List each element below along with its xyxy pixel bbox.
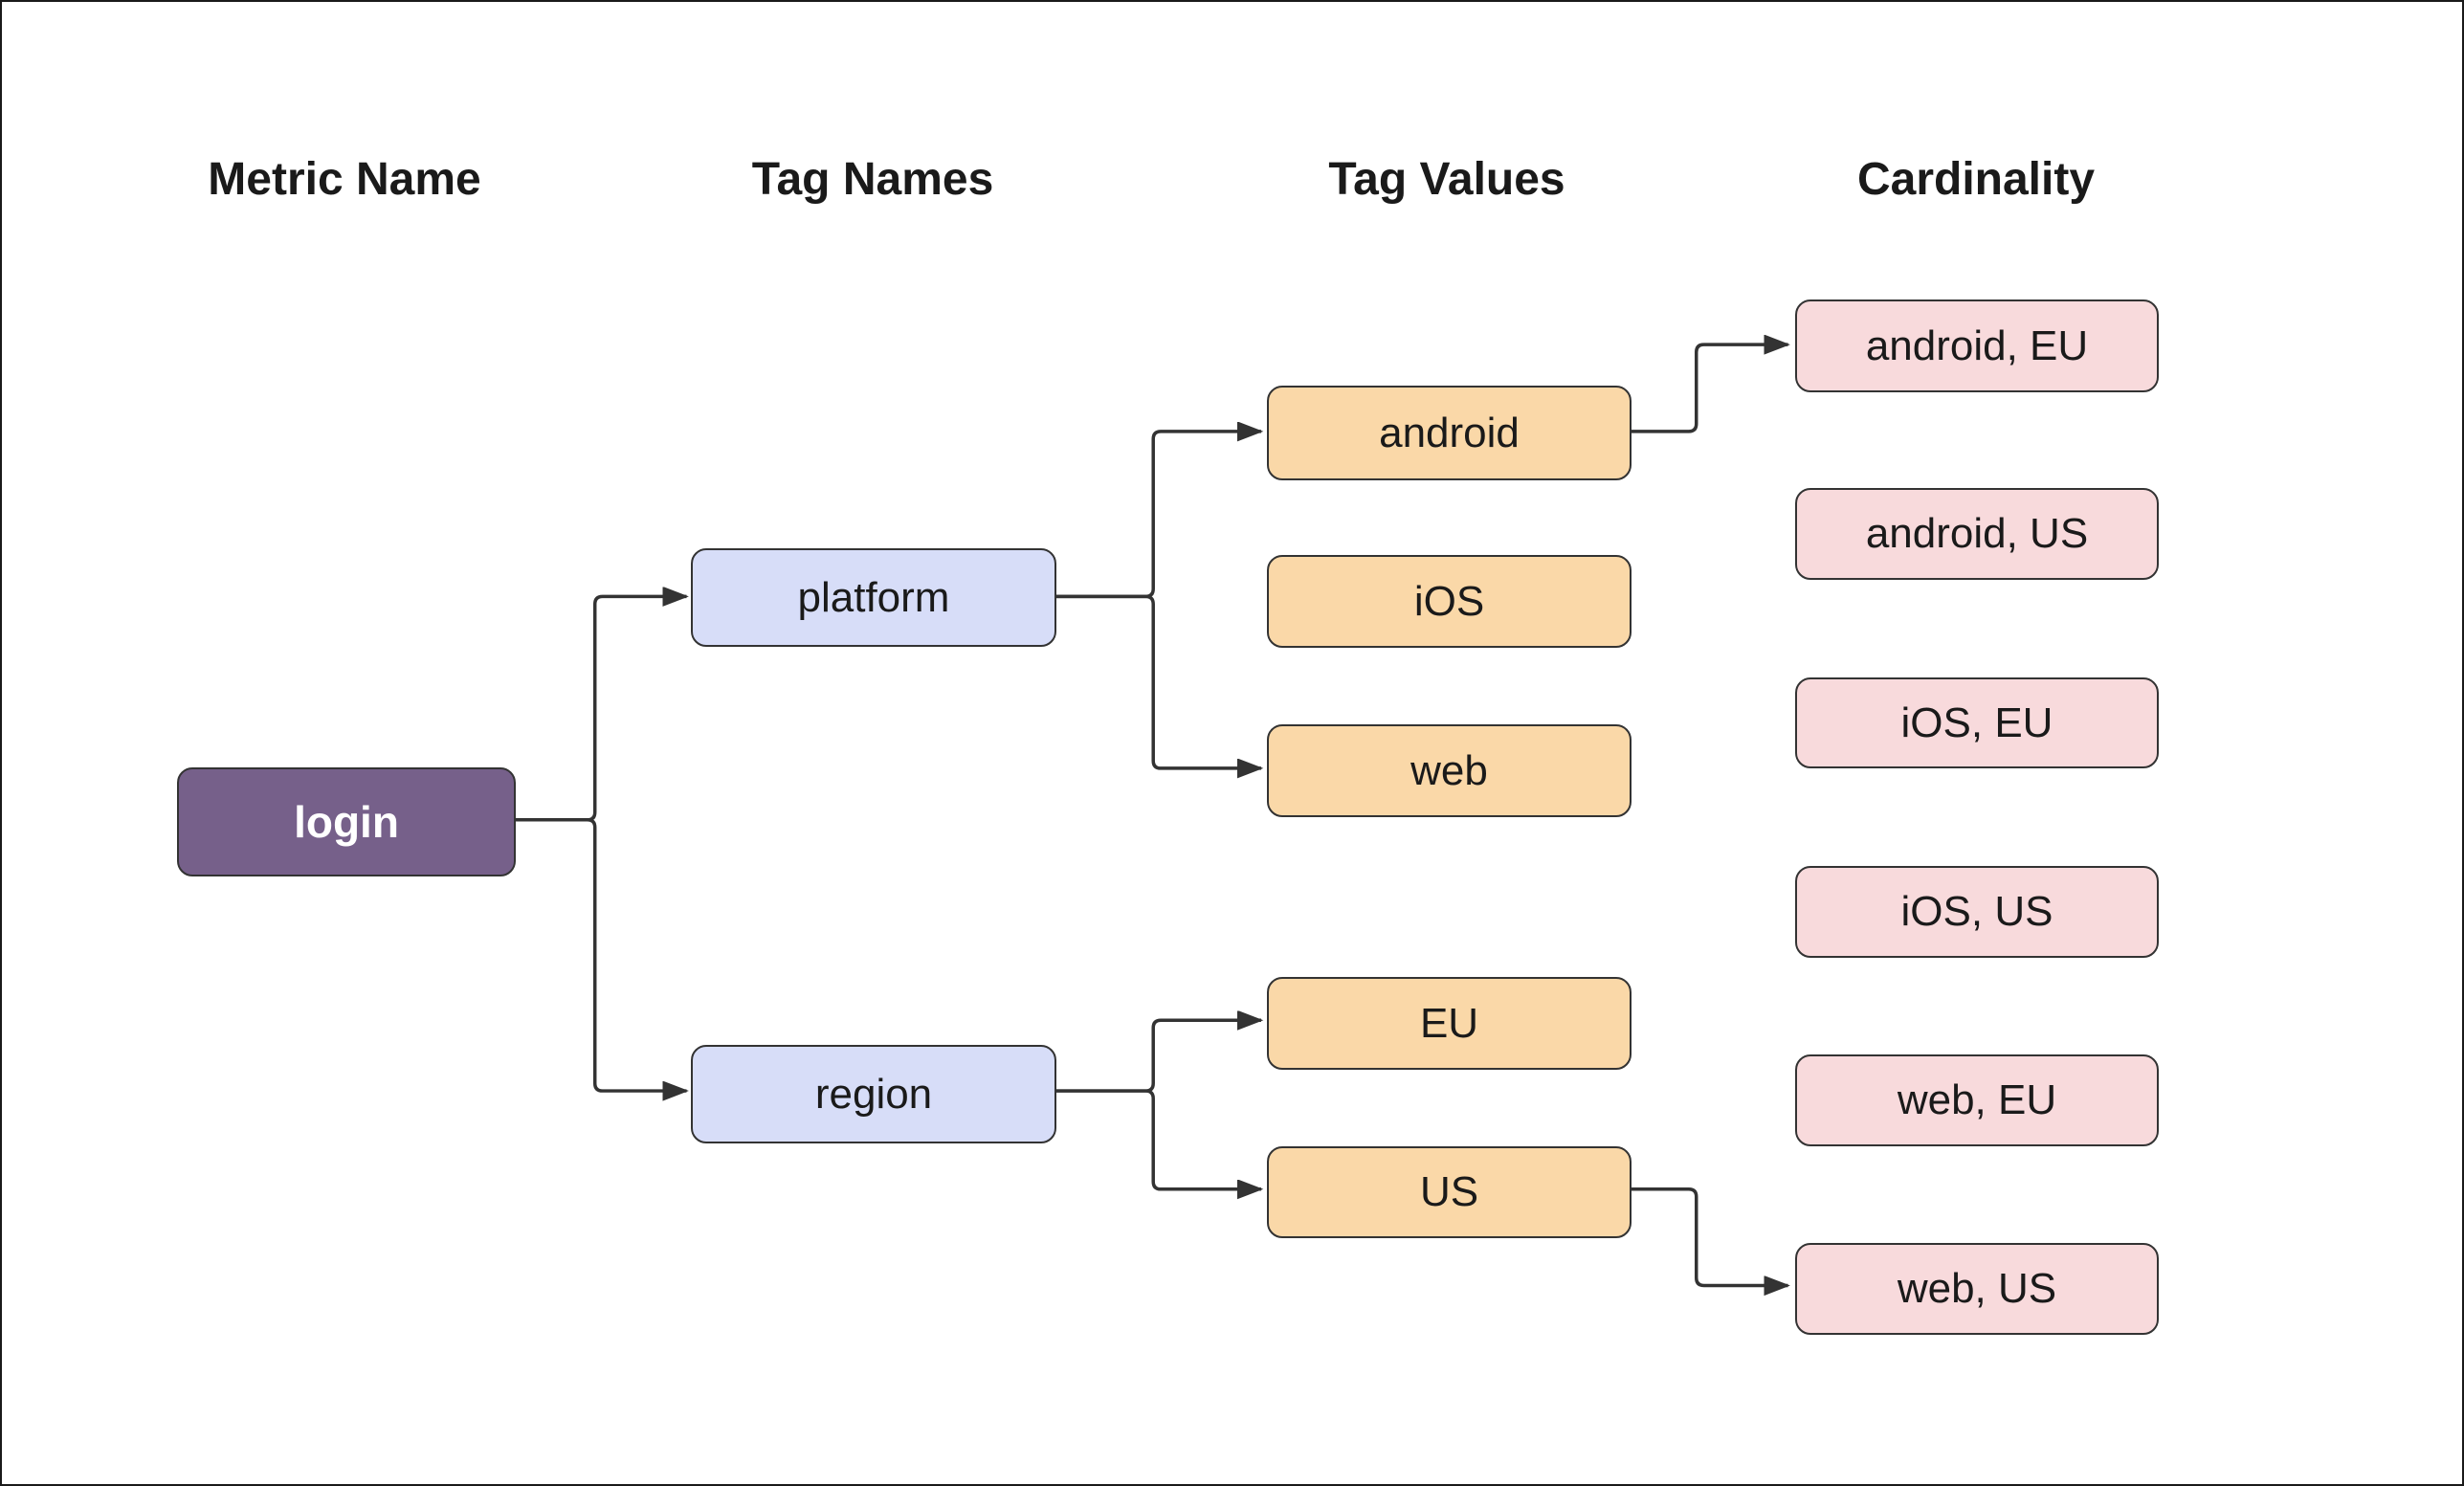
- node-login: login: [177, 767, 516, 876]
- column-header-tag-names: Tag Names: [751, 154, 994, 205]
- column-header-tag-values: Tag Values: [1328, 154, 1565, 205]
- column-header-metric-name: Metric Name: [208, 154, 481, 205]
- edge-us-web-us: [1628, 1187, 1788, 1286]
- node-web-eu: web, EU: [1795, 1054, 2159, 1146]
- node-web: web: [1267, 724, 1632, 817]
- column-header-cardinality: Cardinality: [1856, 154, 2096, 205]
- edge-region-eu: [1054, 1020, 1260, 1093]
- edge-platform-web: [1054, 594, 1260, 768]
- node-eu: EU: [1267, 977, 1632, 1070]
- node-ios: iOS: [1267, 555, 1632, 648]
- node-android-us: android, US: [1795, 488, 2159, 580]
- node-android-eu: android, EU: [1795, 299, 2159, 392]
- edge-region-us: [1054, 1089, 1260, 1189]
- node-ios-eu: iOS, EU: [1795, 677, 2159, 768]
- edge-login-region: [515, 818, 687, 1091]
- edge-android-android-eu: [1628, 344, 1788, 433]
- node-platform: platform: [691, 548, 1056, 647]
- node-us: US: [1267, 1146, 1632, 1238]
- node-web-us: web, US: [1795, 1243, 2159, 1335]
- node-ios-us: iOS, US: [1795, 866, 2159, 958]
- node-android: android: [1267, 386, 1632, 480]
- node-region: region: [691, 1045, 1056, 1143]
- edge-login-platform: [515, 596, 687, 822]
- edge-platform-android: [1054, 432, 1260, 599]
